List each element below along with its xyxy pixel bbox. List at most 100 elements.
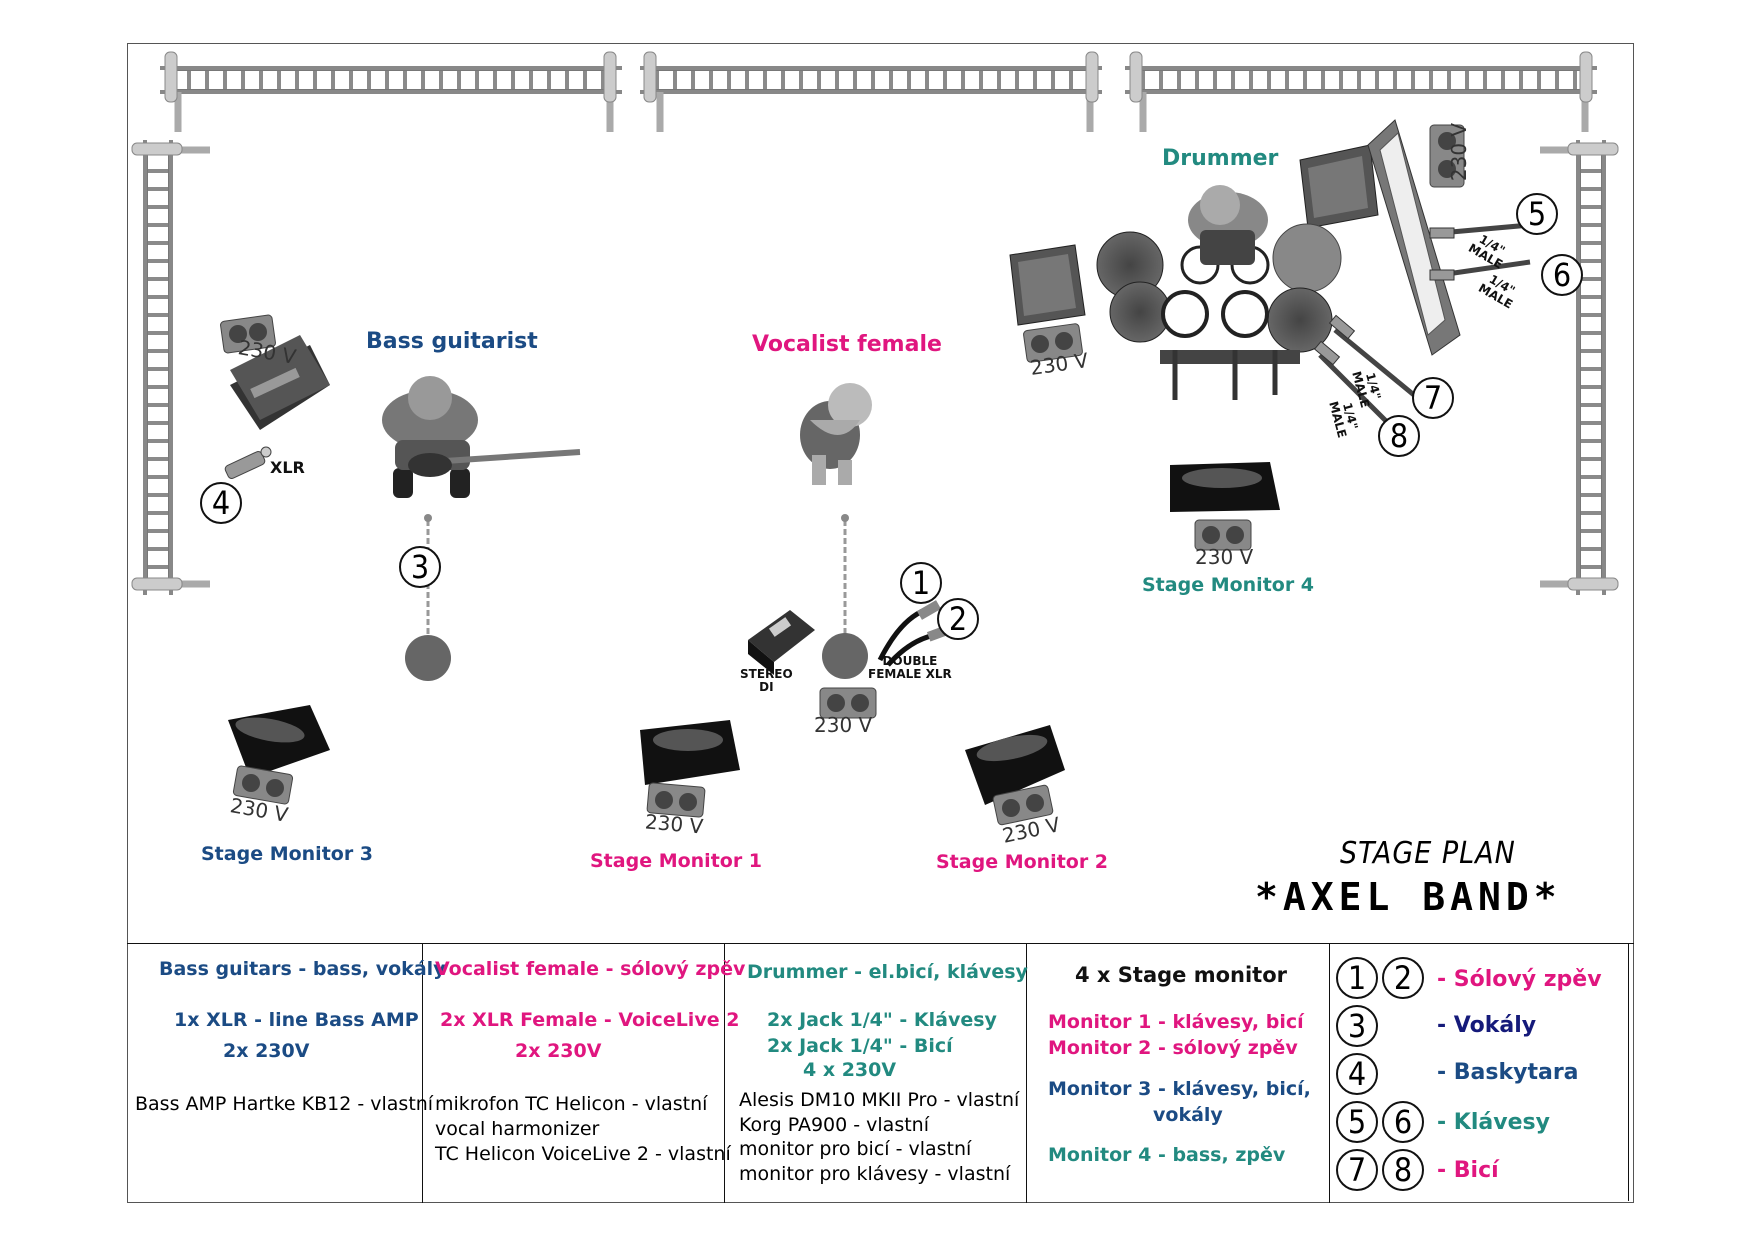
stage-monitor-1-icon: [640, 720, 740, 785]
legend-vocal-line2: 2x 230V: [515, 1040, 602, 1062]
drummer-power-socket: [1023, 323, 1083, 363]
xlr-label: XLR: [270, 458, 305, 477]
stage-monitor-3-label: Stage Monitor 3: [201, 843, 374, 865]
stage-monitor-1-label: Stage Monitor 1: [590, 850, 763, 872]
legend-monitor-2: Monitor 2 - sólový zpěv: [1048, 1037, 1298, 1059]
key-num-8: 8: [1382, 1149, 1424, 1191]
jack-cables-drums: [1313, 314, 1422, 432]
key-label-12: - Sólový zpěv: [1437, 967, 1602, 992]
xlr-connector-icon: [224, 446, 272, 479]
legend-drums-cell: Drummer - el.bicí, klávesy 2x Jack 1/4" …: [724, 943, 1028, 1203]
callout-7: 7: [1412, 377, 1454, 419]
stage-monitor-2-icon: [965, 725, 1065, 805]
legend-drums-line2: 2x Jack 1/4" - Bicí: [767, 1035, 953, 1057]
legend-bass-heading: Bass guitars - bass, vokály: [159, 958, 446, 980]
callout-4: 4: [200, 482, 242, 524]
voltage-label-monitor-1: 230 V: [644, 809, 705, 839]
legend-monitors-cell: 4 x Stage monitor Monitor 1 - klávesy, b…: [1026, 943, 1330, 1203]
legend-monitors-heading: 4 x Stage monitor: [1075, 963, 1287, 987]
legend-drums-note4: monitor pro klávesy - vlastní: [739, 1163, 1011, 1185]
drummer-amp-right: [1299, 144, 1379, 229]
legend-drums-note3: monitor pro bicí - vlastní: [739, 1138, 972, 1160]
key-label-78: - Bicí: [1437, 1158, 1499, 1183]
key-num-4: 4: [1336, 1053, 1378, 1095]
top-truss-right: [1125, 51, 1597, 132]
stage-monitor-4-icon: [1170, 462, 1280, 512]
legend-vocal-note2: vocal harmonizer: [435, 1118, 600, 1140]
left-truss: [131, 140, 210, 595]
keyboard-icon: [1367, 119, 1461, 356]
key-num-2: 2: [1382, 957, 1424, 999]
legend-bass-note1: Bass AMP Hartke KB12 - vlastní: [135, 1093, 434, 1115]
bass-guitarist-label: Bass guitarist: [366, 329, 538, 354]
legend-key-right-border: [1628, 943, 1629, 1201]
callout-3: 3: [399, 546, 441, 588]
key-num-7: 7: [1336, 1149, 1378, 1191]
vocalist-female-label: Vocalist female: [752, 332, 942, 357]
legend-monitor-1: Monitor 1 - klávesy, bicí: [1048, 1011, 1304, 1033]
legend-monitor-3b: vokály: [1153, 1104, 1223, 1126]
stage-monitor-3-icon: [228, 705, 330, 778]
top-truss-left: [160, 51, 622, 132]
jack-cables-keys: [1429, 222, 1531, 281]
legend-vocal-cell: Vocalist female - sólový zpěv 2x XLR Fem…: [422, 943, 745, 1203]
key-num-1: 1: [1336, 957, 1378, 999]
keyboard-power-socket: [1429, 124, 1465, 188]
legend-table: Bass guitars - bass, vokály 1x XLR - lin…: [127, 943, 1634, 1203]
callout-1: 1: [900, 562, 942, 604]
legend-drums-heading: Drummer - el.bicí, klávesy: [747, 961, 1028, 983]
legend-bass-line1: 1x XLR - line Bass AMP: [174, 1009, 419, 1031]
key-num-3: 3: [1336, 1005, 1378, 1047]
callout-5: 5: [1516, 193, 1558, 235]
double-female-xlr-label: DOUBLE FEMALE XLR: [868, 654, 952, 681]
stage-monitor-2-label: Stage Monitor 2: [936, 851, 1109, 873]
vocal-power-socket: [819, 687, 877, 719]
vocalist-figure: [800, 383, 872, 485]
legend-bass-line2: 2x 230V: [223, 1040, 310, 1062]
drummer-label: Drummer: [1162, 146, 1279, 171]
stereo-di-box: [748, 610, 815, 675]
monitor-2-power-socket: [992, 784, 1054, 826]
bass-amp-icon: [230, 335, 330, 430]
legend-monitor-4: Monitor 4 - bass, zpěv: [1048, 1144, 1286, 1166]
stereo-di-label: STEREO DI: [740, 667, 793, 694]
callout-2: 2: [937, 598, 979, 640]
right-truss: [1540, 140, 1619, 595]
key-label-56: - Klávesy: [1437, 1110, 1550, 1135]
legend-drums-note1: Alesis DM10 MKII Pro - vlastní: [739, 1089, 1020, 1111]
legend-vocal-heading: Vocalist female - sólový zpěv: [435, 958, 746, 980]
legend-drums-note2: Korg PA900 - vlastní: [739, 1114, 929, 1136]
key-num-6: 6: [1382, 1101, 1424, 1143]
mic-stand-bass: [405, 514, 451, 681]
voltage-label-monitor-4: 230 V: [1195, 545, 1254, 569]
stage-plan-title: STAGE PLAN: [1340, 836, 1516, 871]
legend-key-cell: 1 2 - Sólový zpěv 3 - Vokály 4 - Baskyta…: [1330, 943, 1635, 1203]
drum-kit: [1096, 223, 1342, 400]
monitor-4-power-socket: [1194, 519, 1252, 551]
bass-power-socket: [220, 314, 276, 354]
band-name-title: *AXEL BAND*: [1255, 875, 1562, 919]
bass-guitarist-figure: [382, 376, 581, 498]
callout-6: 6: [1541, 254, 1583, 296]
key-num-5: 5: [1336, 1101, 1378, 1143]
legend-vocal-note3: TC Helicon VoiceLive 2 - vlastní: [435, 1143, 731, 1165]
voltage-label-vocal: 230 V: [814, 713, 873, 737]
drummer-figure: [1188, 185, 1268, 265]
legend-drums-line1: 2x Jack 1/4" - Klávesy: [767, 1009, 997, 1031]
monitor-3-power-socket: [232, 765, 294, 805]
voltage-label-keys: 230 V: [1447, 122, 1472, 182]
key-label-3: - Vokály: [1437, 1013, 1537, 1038]
legend-bass-cell: Bass guitars - bass, vokály 1x XLR - lin…: [127, 943, 446, 1203]
legend-vocal-line1: 2x XLR Female - VoiceLive 2: [440, 1009, 740, 1031]
key-label-4: - Baskytara: [1437, 1060, 1579, 1085]
legend-monitor-3a: Monitor 3 - klávesy, bicí,: [1048, 1078, 1311, 1100]
monitor-1-power-socket: [646, 782, 706, 818]
top-truss-center: [640, 51, 1102, 132]
legend-vocal-note1: mikrofon TC Helicon - vlastní: [435, 1093, 708, 1115]
mic-stand-vocal: [822, 514, 868, 679]
stage-monitor-4-label: Stage Monitor 4: [1142, 574, 1315, 596]
legend-drums-line3: 4 x 230V: [803, 1059, 897, 1081]
callout-8: 8: [1378, 415, 1420, 457]
drummer-amp-left: [1009, 244, 1086, 326]
